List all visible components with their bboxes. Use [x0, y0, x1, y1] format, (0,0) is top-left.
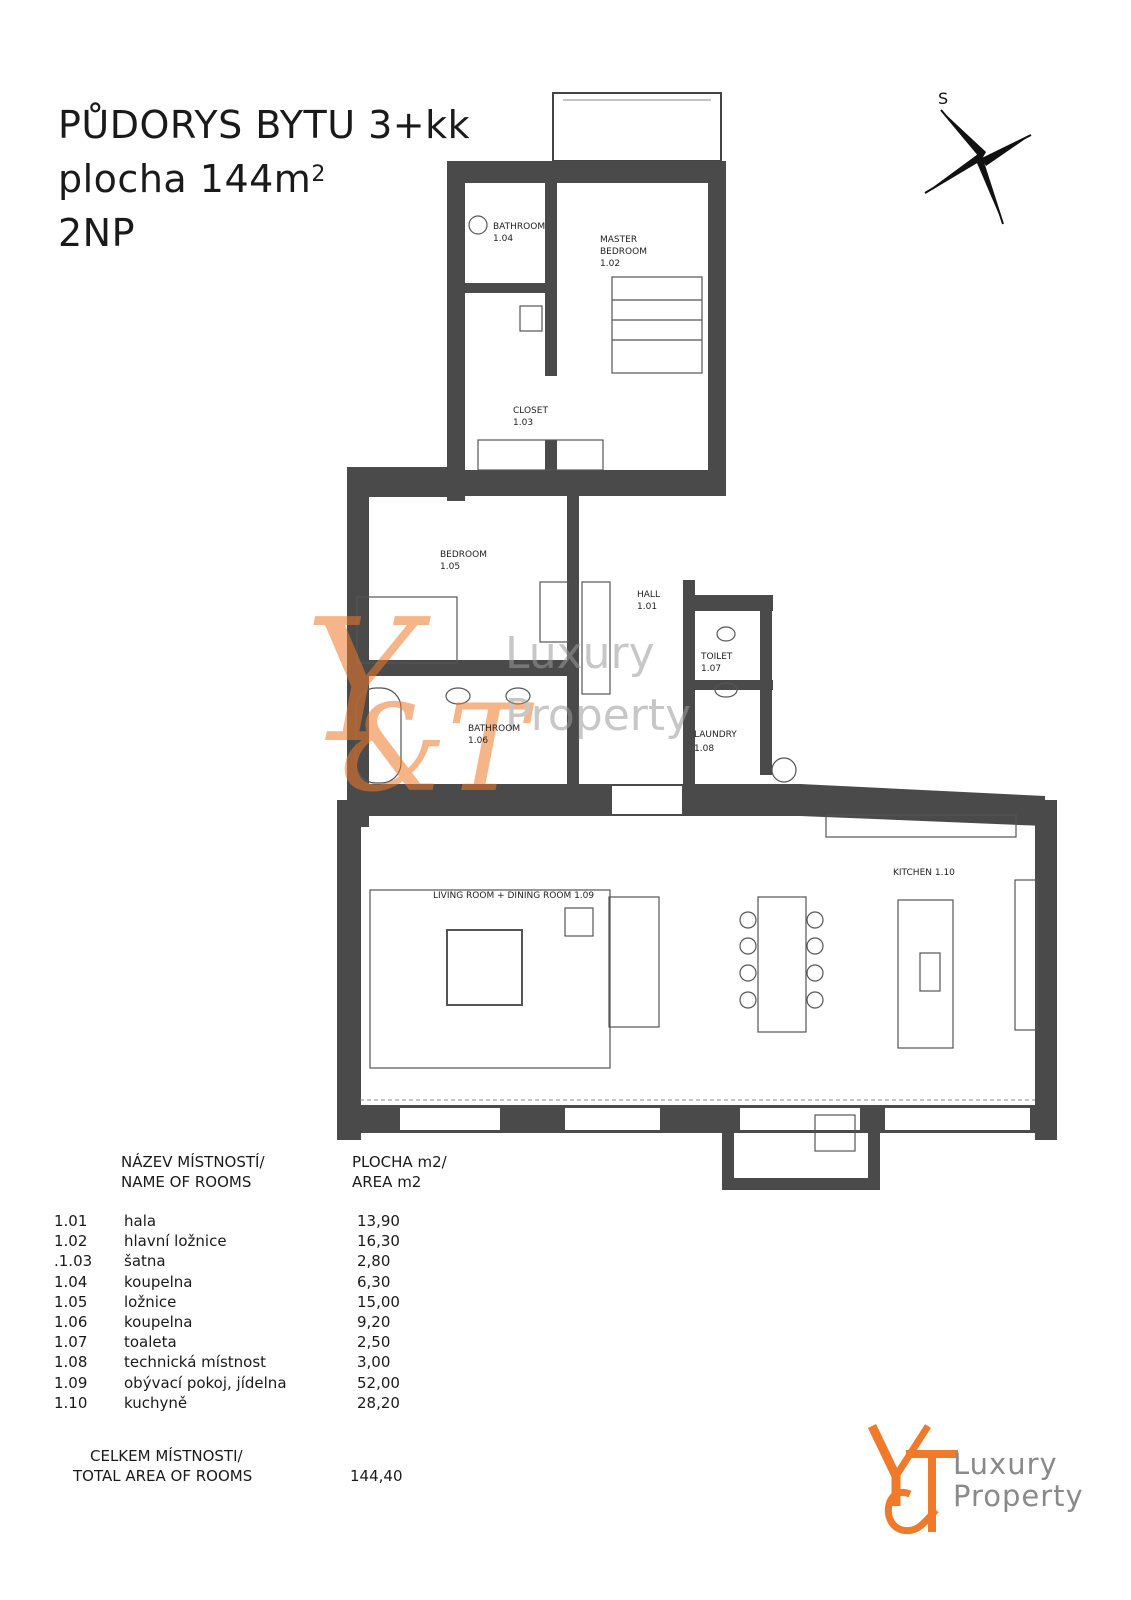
- watermark-logo: Y &T Luxury Property: [305, 583, 691, 819]
- room-area: 6,30: [357, 1272, 391, 1291]
- label-bathroom-104: BATHROOM: [493, 222, 545, 232]
- label-kitchen: KITCHEN 1.10: [893, 868, 955, 878]
- label-bedroom-105-code: 1.05: [440, 562, 460, 572]
- table-header-name: NÁZEV MÍSTNOSTÍ/ NAME OF ROOMS: [121, 1153, 265, 1191]
- room-code: 1.02: [54, 1232, 88, 1251]
- svg-text:&T: &T: [340, 680, 535, 819]
- label-master: MASTER: [600, 235, 637, 245]
- brand-logo-icon: [867, 1424, 958, 1535]
- brand-logo-text: Luxury Property: [953, 1447, 1084, 1513]
- room-name: koupelna: [124, 1272, 193, 1291]
- label-bathroom-104-code: 1.04: [493, 234, 513, 244]
- room-code: 1.01: [54, 1212, 88, 1230]
- label-laundry: LAUNDRY: [694, 730, 737, 740]
- room-code: 1.10: [54, 1393, 88, 1412]
- total-value: 144,40: [350, 1467, 403, 1485]
- label-bedroom-102-code: 1.02: [600, 259, 620, 269]
- label-bathroom-106: BATHROOM: [468, 724, 520, 734]
- svg-text:Luxury: Luxury: [505, 628, 655, 679]
- room-area: 13,90: [357, 1212, 400, 1230]
- room-area: 52,00: [357, 1373, 400, 1392]
- room-code: 1.08: [54, 1353, 88, 1372]
- label-bedroom-102: BEDROOM: [600, 247, 647, 257]
- room-name: toaleta: [124, 1333, 177, 1352]
- room-name: koupelna: [124, 1313, 193, 1331]
- room-area: 2,50: [357, 1333, 391, 1352]
- label-closet-code: 1.03: [513, 418, 533, 428]
- room-area: 16,30: [357, 1232, 400, 1251]
- room-area: 28,20: [357, 1393, 400, 1412]
- label-hall: HALL: [637, 590, 660, 600]
- label-closet: CLOSET: [513, 406, 548, 416]
- room-name: technická místnost: [124, 1353, 267, 1372]
- room-labels: BATHROOM 1.04 MASTER BEDROOM 1.02 CLOSET…: [433, 222, 955, 901]
- label-laundry-code: 1.08: [694, 744, 714, 754]
- title-line-2: plocha 144m2: [58, 157, 326, 201]
- label-bedroom-105: BEDROOM: [440, 550, 487, 560]
- room-area: 9,20: [357, 1313, 391, 1331]
- room-code: .1.03: [54, 1252, 93, 1271]
- room-name: ložnice: [124, 1292, 177, 1311]
- compass-icon: S: [924, 89, 1032, 225]
- room-code: 1.09: [54, 1373, 88, 1392]
- room-name: obývací pokoj, jídelna: [124, 1373, 287, 1392]
- label-hall-code: 1.01: [637, 602, 657, 612]
- balcony: [552, 92, 722, 162]
- title-line-3: 2NP: [58, 211, 136, 255]
- room-name: hlavní ložnice: [124, 1232, 227, 1251]
- total-label-cz: CELKEM MÍSTNOSTI/: [90, 1447, 243, 1465]
- room-code: 1.05: [54, 1292, 88, 1311]
- label-toilet: TOILET: [700, 652, 733, 662]
- svg-text:Y: Y: [305, 583, 431, 781]
- label-toilet-code: 1.07: [701, 664, 721, 674]
- label-living: LIVING ROOM + DINING ROOM 1.09: [433, 891, 594, 901]
- furniture: [355, 215, 1038, 1152]
- room-area: 3,00: [357, 1353, 391, 1372]
- compass-label: S: [938, 89, 948, 108]
- room-code: 1.04: [54, 1272, 88, 1291]
- plan-title: PŮDORYS BYTU 3+kk plocha 144m2 2NP: [58, 98, 470, 260]
- walls: [337, 161, 1057, 1190]
- room-area: 15,00: [357, 1292, 400, 1311]
- room-code: 1.06: [54, 1313, 88, 1331]
- room-name: hala: [124, 1212, 157, 1230]
- svg-text:Property: Property: [505, 690, 691, 741]
- label-bathroom-106-code: 1.06: [468, 736, 488, 746]
- total-label-en: TOTAL AREA OF ROOMS: [73, 1467, 253, 1485]
- room-name: kuchyně: [124, 1393, 188, 1412]
- room-area: 2,80: [357, 1252, 391, 1271]
- title-line-1: PŮDORYS BYTU 3+kk: [58, 103, 471, 147]
- room-code: 1.07: [54, 1333, 88, 1352]
- table-header-area: PLOCHA m2/ AREA m2: [352, 1153, 447, 1191]
- room-name: šatna: [124, 1252, 166, 1271]
